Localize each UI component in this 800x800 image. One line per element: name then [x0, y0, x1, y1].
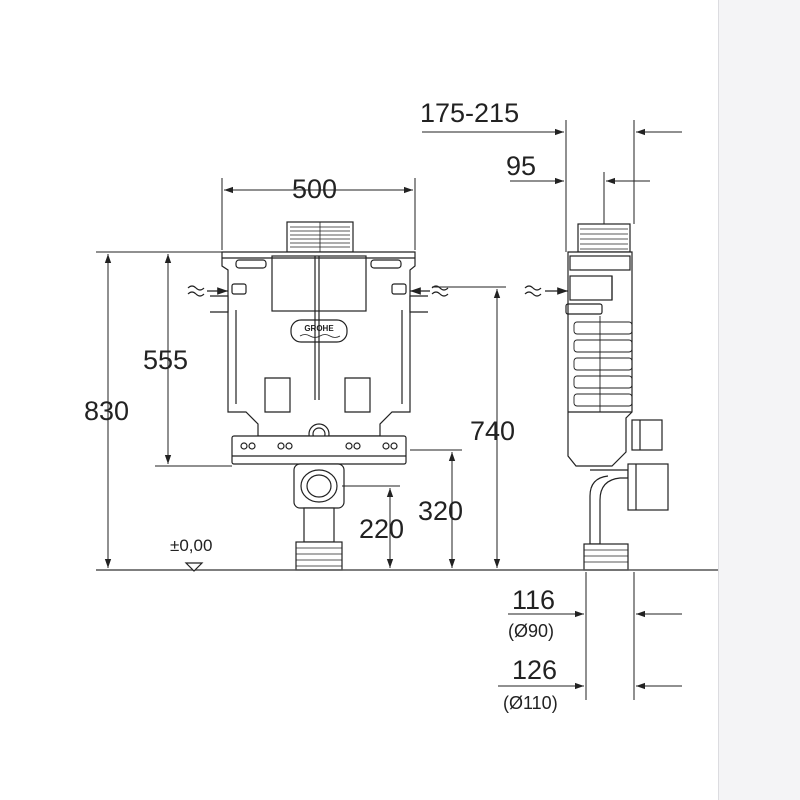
dim-offset-116: 116	[512, 585, 556, 615]
dim-width-500: 500	[292, 174, 338, 204]
dim-offset-126: 126	[512, 655, 558, 685]
floor-level-label: ±0,00	[170, 536, 213, 555]
dim-depth-175-215: 175-215	[420, 98, 520, 128]
dim-height-555: 555	[143, 345, 189, 375]
side-view	[524, 223, 669, 571]
floor-level-marker	[184, 562, 204, 572]
front-view: GROHE	[187, 221, 449, 571]
dimension-lines	[96, 120, 682, 700]
margin-strip	[718, 0, 800, 800]
dim-height-220: 220	[359, 514, 405, 544]
brand-badge: GROHE	[304, 324, 334, 333]
dim-pipe-110: (Ø110)	[503, 693, 558, 713]
dim-pipe-90: (Ø90)	[508, 621, 555, 641]
dim-height-740: 740	[470, 416, 516, 446]
dim-height-830: 830	[84, 396, 130, 426]
dim-depth-95: 95	[506, 151, 537, 181]
dim-height-320: 320	[418, 496, 464, 526]
